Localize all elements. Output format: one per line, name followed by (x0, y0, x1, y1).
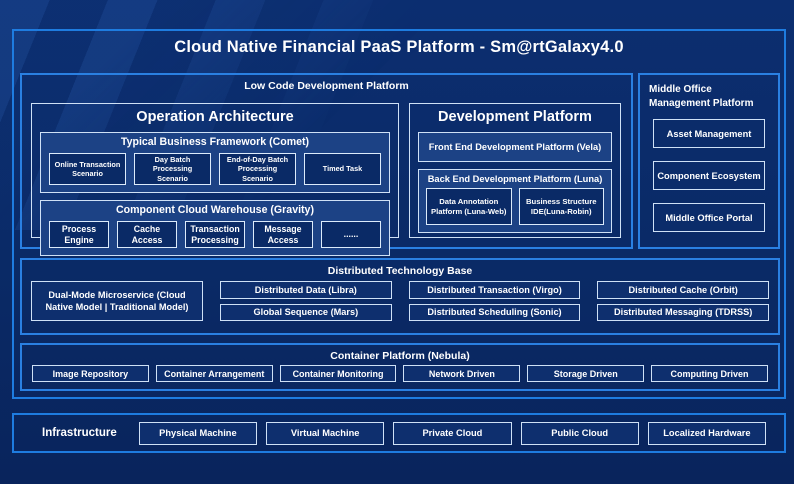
container-items-row: Image Repository Container Arrangement C… (22, 362, 778, 389)
gravity-item: Cache Access (117, 221, 177, 249)
comet-item: Timed Task (304, 153, 381, 186)
distributed-base-row: Dual-Mode Microservice (Cloud Native Mod… (22, 277, 778, 329)
development-platform-title: Development Platform (438, 109, 592, 125)
container-platform-label: Container Platform (Nebula) (330, 350, 470, 362)
dual-mode-microservice-box: Dual-Mode Microservice (Cloud Native Mod… (31, 281, 203, 321)
infrastructure-items-row: Physical Machine Virtual Machine Private… (138, 421, 767, 445)
distributed-item: Distributed Data (Libra) (220, 281, 392, 299)
distributed-base-label: Distributed Technology Base (327, 265, 473, 277)
front-end-platform-box: Front End Development Platform (Vela) (418, 132, 612, 162)
infrastructure-item: Localized Hardware (647, 421, 767, 445)
infrastructure-item: Physical Machine (138, 421, 258, 445)
infrastructure-item: Virtual Machine (266, 421, 385, 445)
distributed-base-panel: Distributed Technology Base Dual-Mode Mi… (20, 258, 780, 335)
back-end-items-row: Data Annotation Platform (Luna-Web) Busi… (419, 186, 611, 225)
infrastructure-item: Public Cloud (520, 421, 639, 445)
infrastructure-item: Private Cloud (393, 421, 512, 445)
comet-item: End-of-Day Batch Processing Scenario (219, 153, 296, 186)
distributed-item: Distributed Scheduling (Sonic) (408, 303, 581, 321)
back-end-platform-title: Back End Development Platform (Luna) (427, 174, 603, 184)
operation-architecture-panel: Operation Architecture Typical Business … (31, 103, 399, 257)
middle-office-item: Component Ecosystem (653, 161, 765, 190)
gravity-group: Component Cloud Warehouse (Gravity) Proc… (40, 200, 390, 257)
container-item: Container Monitoring (279, 365, 397, 382)
distributed-item: Distributed Transaction (Virgo) (408, 281, 581, 299)
distributed-item: Distributed Cache (Orbit) (597, 281, 770, 299)
development-platform-panel: Development Platform Front End Developme… (409, 103, 621, 238)
infrastructure-panel: Infrastructure Physical Machine Virtual … (12, 413, 786, 453)
gravity-item: Message Access (253, 221, 313, 249)
back-end-platform-group: Back End Development Platform (Luna) Dat… (418, 169, 612, 233)
container-item: Computing Driven (651, 365, 768, 382)
low-code-platform-panel: Low Code Development Platform Operation … (20, 73, 633, 257)
luna-item: Business Structure IDE(Luna-Robin) (518, 188, 604, 225)
platform-frame: Cloud Native Financial PaaS Platform - S… (12, 29, 786, 399)
gravity-item: Transaction Processing (185, 221, 245, 249)
gravity-item: Process Engine (49, 221, 109, 249)
luna-item: Data Annotation Platform (Luna-Web) (426, 188, 512, 225)
gravity-items-row: Process Engine Cache Access Transaction … (41, 217, 389, 255)
distributed-column: Distributed Cache (Orbit) Distributed Me… (597, 281, 770, 321)
middle-office-label: Middle Office Management Platform (649, 84, 754, 109)
container-item: Container Arrangement (155, 365, 273, 382)
low-code-platform-label: Low Code Development Platform (244, 80, 409, 92)
operation-architecture-title: Operation Architecture (136, 109, 294, 125)
distributed-column: Distributed Data (Libra) Global Sequence… (220, 281, 392, 321)
middle-office-item: Middle Office Portal (653, 203, 765, 232)
comet-group: Typical Business Framework (Comet) Onlin… (40, 132, 390, 194)
infrastructure-label: Infrastructure (42, 427, 117, 439)
middle-office-item: Asset Management (653, 119, 765, 148)
distributed-column: Distributed Transaction (Virgo) Distribu… (408, 281, 581, 321)
comet-item: Online Transaction Scenario (49, 153, 126, 186)
container-item: Network Driven (403, 365, 521, 382)
container-item: Image Repository (32, 365, 149, 382)
container-item: Storage Driven (527, 365, 645, 382)
container-platform-panel: Container Platform (Nebula) Image Reposi… (20, 343, 780, 391)
gravity-group-title: Component Cloud Warehouse (Gravity) (116, 204, 314, 217)
comet-items-row: Online Transaction Scenario Day Batch Pr… (41, 149, 389, 192)
middle-office-panel: Middle Office Management Platform Asset … (638, 73, 780, 249)
gravity-item: ...... (321, 221, 381, 249)
comet-item: Day Batch Processing Scenario (134, 153, 211, 186)
diagram-title: Cloud Native Financial PaaS Platform - S… (174, 38, 624, 56)
distributed-item: Distributed Messaging (TDRSS) (597, 303, 770, 321)
distributed-item: Global Sequence (Mars) (220, 303, 392, 321)
comet-group-title: Typical Business Framework (Comet) (120, 136, 310, 148)
